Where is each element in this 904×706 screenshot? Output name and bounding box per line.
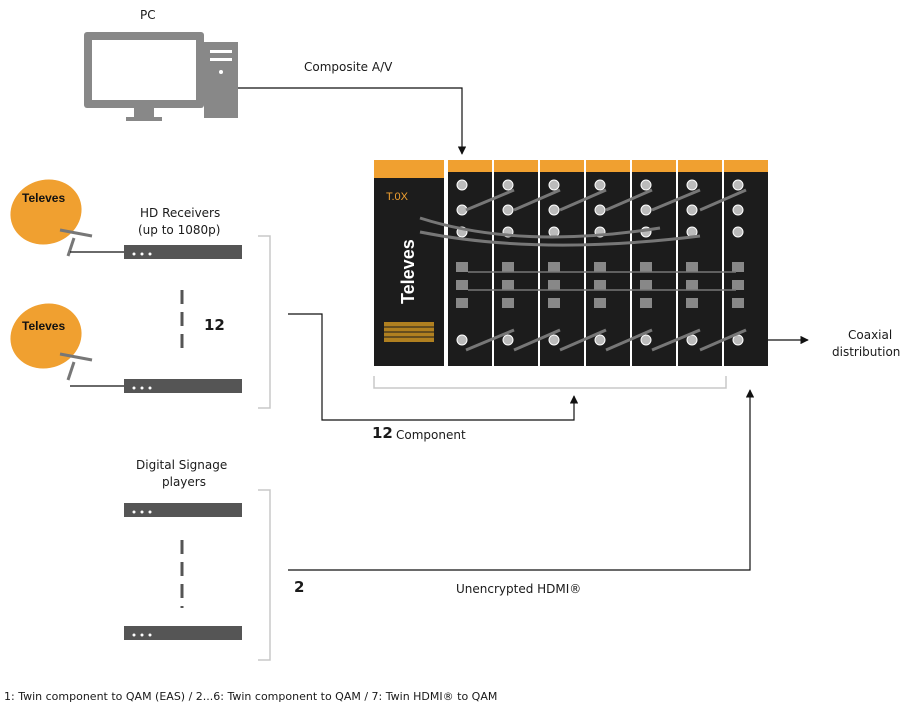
pc-label: PC [140,8,156,22]
satellite-dish-icon: Televes [10,179,93,257]
bracket [373,376,727,389]
svg-text:Televes: Televes [22,191,65,205]
headend-chassis: T.0X Televes [374,160,444,366]
module-card [724,160,768,366]
modules-group [448,160,768,366]
hd-receivers-label: HD Receivers [140,206,221,220]
receiver-box [124,379,242,393]
composite-arrow [238,87,467,155]
coaxial-label: Coaxial [848,328,893,342]
hd-receivers-sublabel: (up to 1080p) [138,223,221,237]
component-arrow [288,313,579,421]
svg-text:Televes: Televes [398,239,418,304]
distribution-label: distribution [832,345,901,359]
composite-label: Composite A/V [304,60,393,74]
signage-label: Digital Signage [136,458,228,472]
hdmi-arrow [288,389,755,571]
signage-count: 2 [294,578,305,596]
bracket [258,235,271,409]
component-count: 12 [372,424,393,442]
satellite-dish-icon: Televes [10,303,93,381]
svg-text:T.0X: T.0X [386,191,409,203]
svg-text:Televes: Televes [22,319,65,333]
signage-player-box [124,626,242,640]
module-card [586,160,630,366]
receivers-count: 12 [204,316,225,334]
component-label: Component [396,428,466,442]
cable-set [419,188,747,352]
signage-sublabel: players [162,475,206,489]
receiver-box [124,245,242,259]
pc-icon [84,32,238,121]
bracket [258,489,271,661]
hdmi-label: Unencrypted HDMI® [456,582,582,596]
module-card [678,160,722,366]
signage-player-box [124,503,242,517]
module-card [448,160,492,366]
footnote: 1: Twin component to QAM (EAS) / 2...6: … [4,690,498,703]
